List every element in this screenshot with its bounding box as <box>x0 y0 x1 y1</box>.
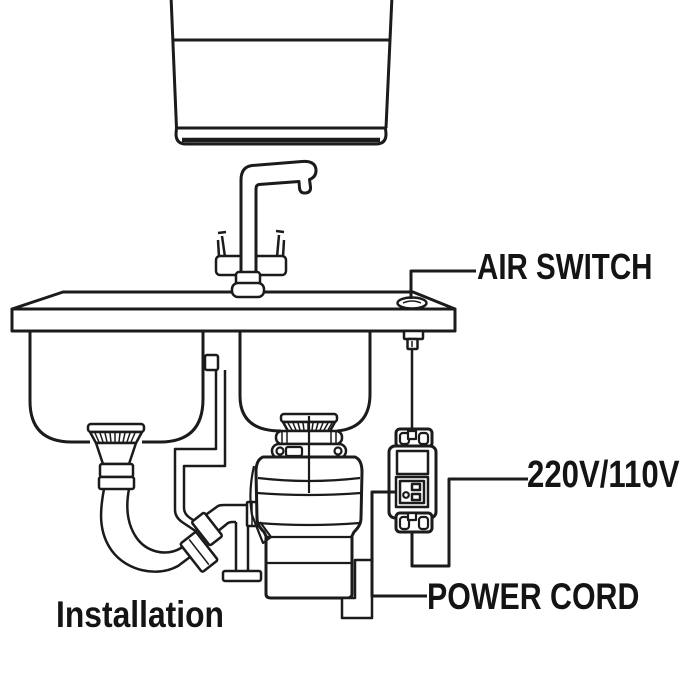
right-sink-bowl <box>238 331 372 433</box>
dishwasher-inlet-pipe <box>173 353 227 534</box>
strainer-ribs <box>94 432 136 443</box>
standpipe-flange <box>221 569 263 583</box>
callout-lines <box>370 269 528 598</box>
outlet-receptacle[interactable] <box>394 475 430 509</box>
power-cord-leader-line <box>370 490 427 598</box>
inlet-fitting <box>203 353 220 372</box>
outlet-upper-panel <box>395 449 430 476</box>
voltage-leader-line <box>410 477 528 568</box>
air-switch-label: AIR SWITCH <box>477 246 653 287</box>
faucet-spout <box>239 159 318 278</box>
faucet-handle-right <box>275 229 286 258</box>
faucet-handle-left <box>216 230 227 258</box>
garbage-disposal-unit <box>249 416 374 620</box>
power-cord-label: POWER CORD <box>427 576 640 617</box>
p-trap-pipe <box>99 488 195 573</box>
sink-strainer-left <box>86 422 146 491</box>
pipe-couplings <box>179 511 223 573</box>
tailpiece-nut-2 <box>97 475 136 491</box>
air-switch-wire <box>402 329 425 429</box>
clamp-lever <box>249 465 273 545</box>
counter-front-edge <box>10 307 457 333</box>
left-sink-bowl <box>28 331 205 444</box>
kitchen-faucet <box>214 159 318 299</box>
power-outlet <box>387 427 438 534</box>
strainer-funnel <box>94 441 138 466</box>
air-switch-leader-line <box>409 269 476 299</box>
wall-cabinet-box <box>169 0 394 146</box>
voltage-label: 220V/110V <box>527 454 680 496</box>
faucet-base-foot <box>230 281 266 299</box>
air-switch-button[interactable] <box>396 296 428 310</box>
drain-standpipe <box>234 522 250 571</box>
countertop <box>10 290 457 333</box>
tailpiece-nut-1 <box>98 462 135 479</box>
diagram-caption: Installation <box>56 594 224 635</box>
